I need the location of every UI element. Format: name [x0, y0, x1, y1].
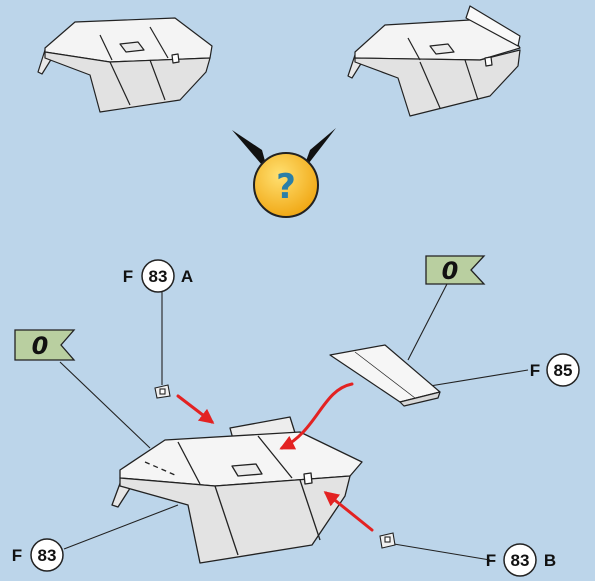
arrow-f85 [279, 382, 354, 450]
flag-right-label: 0 [442, 257, 459, 285]
part-f83a-clip [154, 384, 171, 399]
part-f83b-clip [379, 532, 396, 549]
callout-f83a-prefix: F [123, 267, 133, 286]
callout-f85-number: 85 [554, 361, 573, 380]
part-f85 [329, 344, 441, 407]
callout-f85: F 85 [530, 353, 580, 387]
flag-left: 0 [14, 329, 76, 361]
callout-f83b-number: 83 [511, 551, 530, 570]
main-part [111, 416, 363, 564]
callout-f83a-suffix: A [181, 267, 193, 286]
callout-f83: F 83 [12, 538, 64, 572]
callout-f83a: F 83 A [123, 259, 193, 293]
flag-left-label: 0 [32, 332, 49, 360]
leader-line-flag-left [59, 361, 151, 449]
leader-line-f85 [429, 369, 529, 387]
question-mark: ? [276, 167, 296, 207]
question-cat-icon: ? [232, 128, 336, 218]
arrow-f83b [323, 491, 374, 532]
callout-f83a-number: 83 [149, 267, 168, 286]
arrow-f83a [176, 394, 215, 424]
leader-line-f83b [393, 543, 491, 561]
callout-f83-number: 83 [38, 546, 57, 565]
callout-f83b-prefix: F [486, 551, 496, 570]
leader-line-f83 [63, 504, 179, 550]
callout-f83b-suffix: B [544, 551, 556, 570]
preview-part-left [37, 17, 213, 113]
flag-right: 0 [425, 255, 486, 285]
leader-line-flag-right [407, 281, 449, 361]
callout-f83b: F 83 B [486, 543, 556, 577]
callout-f83-prefix: F [12, 546, 22, 565]
callout-f85-prefix: F [530, 361, 540, 380]
preview-part-right [347, 5, 521, 117]
